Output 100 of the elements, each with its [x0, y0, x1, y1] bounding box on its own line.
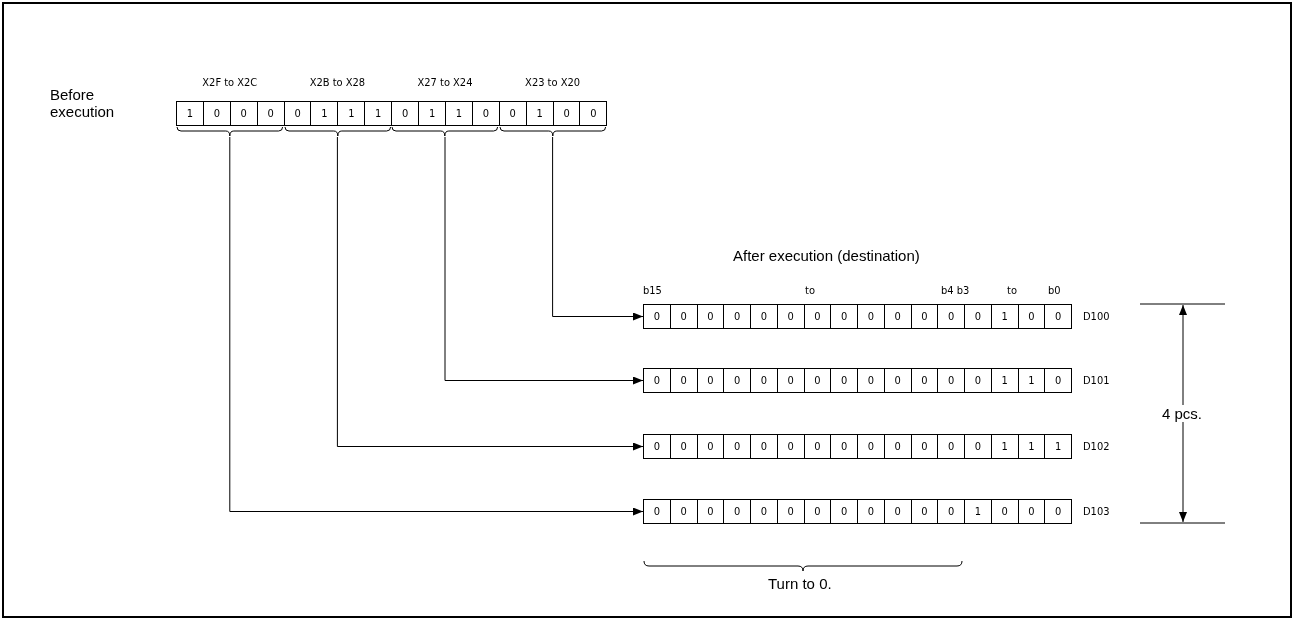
arrow: [229, 136, 644, 516]
row-label: Before execution: [50, 86, 116, 120]
bit-cell: 1: [445, 101, 473, 126]
bit-cell: 0: [857, 368, 885, 393]
bit-cell: 1: [364, 101, 393, 126]
heading: After execution (destination): [733, 247, 920, 264]
bit-cell: 1: [176, 101, 204, 126]
bit-cell: 0: [830, 434, 858, 459]
bit-cell: 0: [669, 368, 698, 393]
register-name: D100: [1083, 310, 1110, 324]
bit-cell: 0: [723, 368, 751, 393]
bit-cell: 0: [776, 304, 805, 329]
bit-cell: 0: [803, 368, 832, 393]
bit-cell: 0: [830, 499, 858, 524]
bit-label: b0: [1048, 284, 1061, 298]
bit-cell: 0: [696, 368, 725, 393]
bit-cell: 0: [696, 434, 725, 459]
bit-cell: 1: [525, 101, 554, 126]
bit-cell: 1: [337, 101, 366, 126]
bit-cell: 0: [391, 101, 420, 126]
bit-label: b15: [643, 284, 662, 298]
register-row: [643, 434, 1071, 459]
bit-cell: 0: [776, 434, 805, 459]
bit-cell: 1: [1017, 368, 1046, 393]
bit-cell: 0: [552, 101, 581, 126]
bit-cell: 0: [937, 434, 965, 459]
bit-cell: 0: [803, 434, 832, 459]
bit-cell: 0: [669, 304, 698, 329]
bit-cell: 0: [964, 434, 992, 459]
nibble-heading: X2F to X2C: [201, 76, 259, 90]
register-name: D101: [1083, 374, 1110, 388]
bit-cell: 0: [883, 434, 912, 459]
bit-cell: 0: [937, 368, 965, 393]
bit-cell: 0: [883, 499, 912, 524]
dimension-label: 4 pcs.: [1162, 405, 1203, 422]
bit-cell: 0: [990, 499, 1019, 524]
nibble-heading: X23 to X20: [524, 76, 582, 90]
bit-cell: 0: [830, 304, 858, 329]
bit-cell: 1: [310, 101, 339, 126]
bit-cell: 0: [937, 304, 965, 329]
bit-cell: 0: [937, 499, 965, 524]
bit-cell: 1: [990, 368, 1019, 393]
register-row: [643, 499, 1071, 524]
bit-cell: 0: [964, 368, 992, 393]
bit-cell: 0: [1044, 368, 1072, 393]
bit-cell: 1: [1017, 434, 1046, 459]
bit-cell: 1: [1044, 434, 1072, 459]
register-name: D103: [1083, 505, 1110, 519]
nibble-heading: X27 to X24: [416, 76, 474, 90]
bit-cell: 0: [857, 304, 885, 329]
bit-cell: 0: [643, 499, 671, 524]
arrow: [336, 136, 644, 451]
register-name: D102: [1083, 440, 1110, 454]
bit-cell: 0: [776, 499, 805, 524]
bit-cell: 0: [803, 304, 832, 329]
bit-cell: 1: [990, 434, 1019, 459]
bit-cell: 1: [418, 101, 446, 126]
arrow: [444, 136, 644, 385]
bit-cell: 0: [750, 368, 778, 393]
bit-cell: 0: [643, 304, 671, 329]
bit-cell: 0: [883, 368, 912, 393]
bit-cell: 0: [696, 499, 725, 524]
bit-cell: 0: [579, 101, 608, 126]
bit-cell: 0: [723, 434, 751, 459]
bit-cell: 0: [1044, 304, 1072, 329]
bit-label: to: [1007, 284, 1017, 298]
bit-cell: 0: [643, 434, 671, 459]
bit-cell: 0: [202, 101, 231, 126]
bit-cell: 0: [857, 434, 885, 459]
bit-cell: 0: [229, 101, 258, 126]
bit-cell: 0: [723, 304, 751, 329]
bit-cell: 1: [990, 304, 1019, 329]
bit-cell: 0: [669, 434, 698, 459]
bit-cell: 0: [1017, 304, 1046, 329]
bit-cell: 0: [910, 499, 939, 524]
bit-cell: 0: [776, 368, 805, 393]
bit-cell: 1: [964, 499, 992, 524]
bit-cell: 0: [883, 304, 912, 329]
bit-cell: 0: [1017, 499, 1046, 524]
bit-cell: 0: [498, 101, 527, 126]
bit-cell: 0: [830, 368, 858, 393]
register-row: [643, 368, 1071, 393]
bit-cell: 0: [669, 499, 698, 524]
bit-cell: 0: [283, 101, 312, 126]
bit-label: to: [805, 284, 815, 298]
bit-cell: 0: [910, 368, 939, 393]
bit-cell: 0: [256, 101, 285, 126]
bit-cell: 0: [750, 499, 778, 524]
nibble-heading: X2B to X28: [308, 76, 367, 90]
bit-label: b4 b3: [941, 284, 970, 298]
bit-cell: 0: [643, 368, 671, 393]
bit-cell: 0: [910, 304, 939, 329]
bit-cell: 0: [750, 434, 778, 459]
bit-cell: 0: [723, 499, 751, 524]
bit-cell: 0: [964, 304, 992, 329]
note: Turn to 0.: [768, 575, 832, 592]
bit-cell: 0: [750, 304, 778, 329]
arrow: [552, 136, 644, 321]
bit-cell: 0: [803, 499, 832, 524]
bit-cell: 0: [857, 499, 885, 524]
